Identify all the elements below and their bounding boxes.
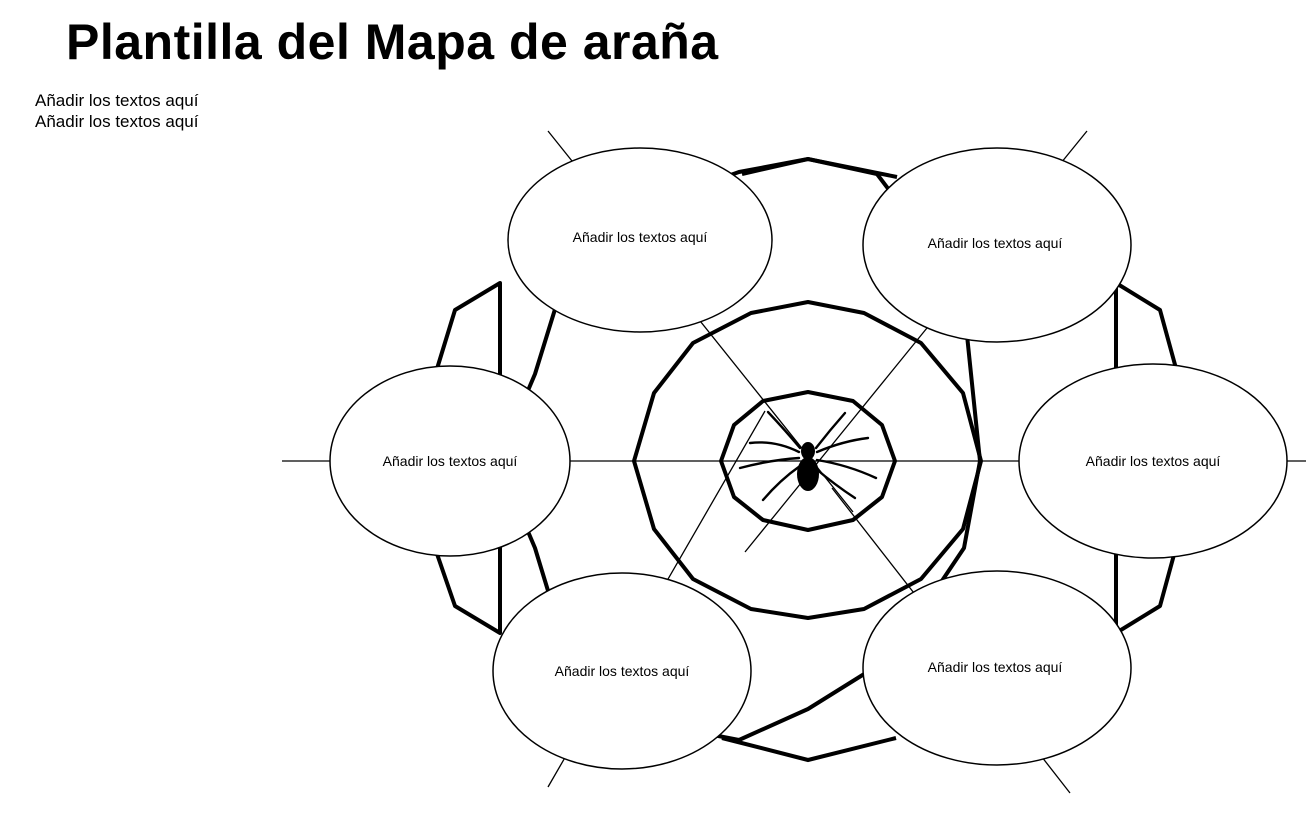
bubble-bottom-right[interactable] [862, 570, 1132, 766]
bubble-right[interactable] [1018, 363, 1288, 559]
outer-arc-bottom [721, 736, 897, 763]
bubble-label-top-left: Añadir los textos aquí [573, 229, 708, 245]
bubble-top-left[interactable] [507, 147, 773, 333]
note-line[interactable]: Añadir los textos aquí [35, 91, 199, 110]
bubble-bottom-left[interactable] [492, 572, 752, 770]
bubble-label-right: Añadir los textos aquí [1086, 453, 1221, 469]
bubbles [329, 147, 1288, 770]
bubble-top-right[interactable] [862, 147, 1132, 343]
notes: Añadir los textos aquí Añadir los textos… [35, 90, 198, 132]
bubble-left[interactable] [329, 365, 571, 557]
spider-body [797, 457, 819, 491]
bubble-label-top-right: Añadir los textos aquí [928, 235, 1063, 251]
web-outer-arcs [721, 156, 898, 763]
web-ring-inner [719, 390, 897, 532]
bubble-label-left: Añadir los textos aquí [383, 453, 518, 469]
outer-arc-top [741, 156, 898, 179]
note-line[interactable]: Añadir los textos aquí [35, 112, 199, 131]
spider-head [801, 442, 815, 460]
bubble-label-bottom-right: Añadir los textos aquí [928, 659, 1063, 675]
web-ring-middle [632, 300, 983, 620]
bubble-label-bottom-left: Añadir los textos aquí [555, 663, 690, 679]
spider-icon [738, 410, 878, 502]
center-spider [738, 410, 878, 502]
page-title: Plantilla del Mapa de araña [66, 14, 719, 70]
